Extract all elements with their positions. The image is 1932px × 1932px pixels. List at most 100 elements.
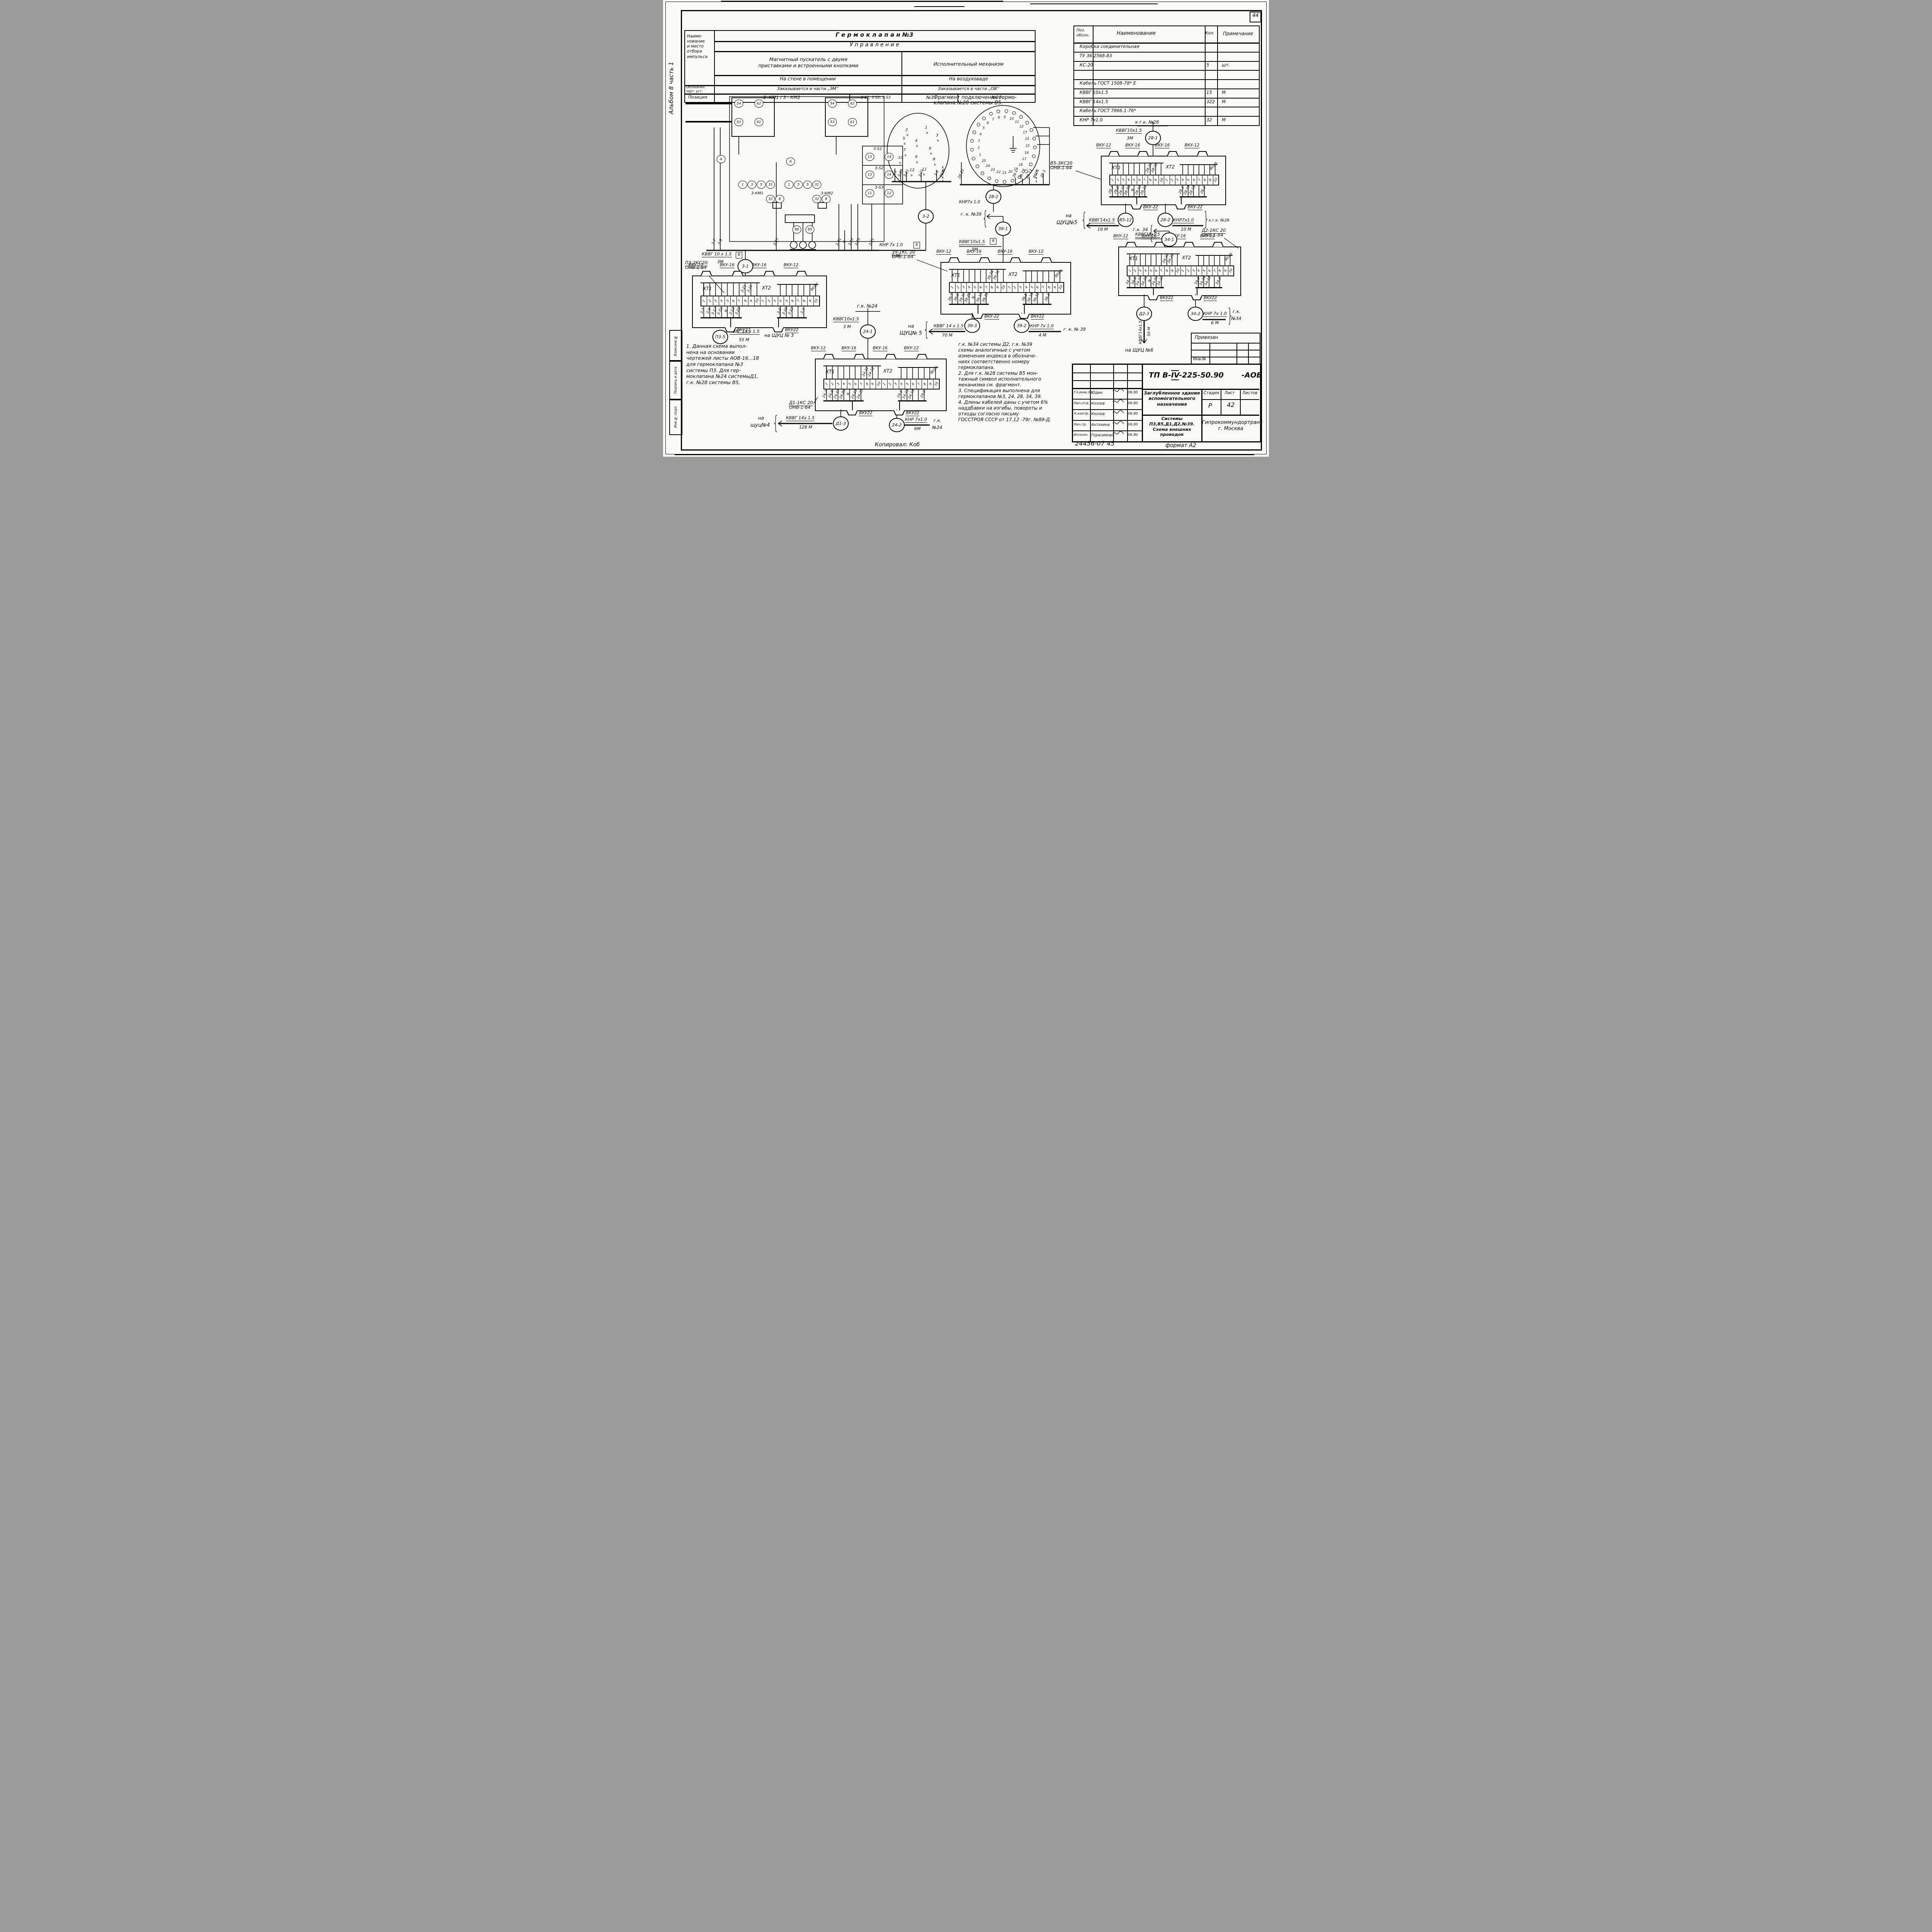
tb-sheet-label: Лист bbox=[1225, 391, 1235, 395]
mat-row-line bbox=[1074, 70, 1259, 71]
circuit-terminal: 1 bbox=[738, 180, 747, 189]
header-right-order: Заказывается в части „ОВ“ bbox=[938, 86, 999, 91]
cable-tag-3-2: 3-2 bbox=[918, 209, 934, 224]
attached-table: Привязан Инв.№ bbox=[1191, 333, 1260, 364]
len6-34: 6 М bbox=[1211, 320, 1219, 325]
sheet-number-box bbox=[1250, 12, 1261, 22]
gland-label: ВКУ-16 bbox=[1125, 143, 1140, 149]
fragment-title: Фрагмент подключения гермо-клапана №28 с… bbox=[934, 95, 1017, 106]
wire-stubs-top-right bbox=[898, 367, 938, 379]
circuit-terminal: 13 bbox=[865, 170, 874, 179]
xt1-label: ХТ1 bbox=[826, 369, 835, 374]
gk24-top: г.к. №24 bbox=[857, 303, 878, 309]
rotary-pin-number: 1 bbox=[979, 153, 981, 157]
cable-tag-34-2: 34-2 bbox=[1187, 306, 1204, 321]
terminal-cell: 10 bbox=[1058, 283, 1063, 292]
terminal-cell: 4 bbox=[1143, 266, 1148, 276]
terminal-cell: 5 bbox=[972, 283, 978, 292]
cable-knr-34: КНР 7х 1.0 bbox=[1203, 311, 1227, 317]
header-left-order: Заказывается в части „ЭМ“ bbox=[777, 86, 839, 91]
cable-tag-Д1-3: Д1-3 bbox=[833, 416, 849, 431]
rotary-pin-number: 20 bbox=[1008, 170, 1013, 174]
rotary-pin-dot bbox=[989, 112, 993, 116]
cable-tag-В5-12: В5-12 bbox=[1117, 213, 1134, 227]
terminal-cell: 10 bbox=[1158, 175, 1164, 185]
cable-gland-bottom bbox=[846, 410, 858, 415]
cable-p35: КВВГ 14 х 1.5 bbox=[730, 329, 760, 335]
tb-stage-label: Стадия bbox=[1204, 391, 1219, 395]
gland-label: ВКУ-12 bbox=[936, 249, 951, 255]
gland-drop-right bbox=[899, 400, 900, 410]
cable-tag-28-2: 28-2 bbox=[1157, 213, 1173, 227]
wire-stubs-bottom-left bbox=[701, 306, 742, 317]
terminal-cell: 4 bbox=[777, 296, 784, 306]
xt2-label: ХТ2 bbox=[1166, 164, 1175, 170]
cable-gland-top bbox=[1197, 151, 1208, 156]
bottom-bus-left bbox=[1127, 287, 1164, 288]
terminal-cell: 6 bbox=[978, 283, 984, 292]
mat-cell-qty: 322 bbox=[1206, 99, 1215, 104]
doc-number: ТП В-IV-225-50.90 bbox=[1149, 370, 1224, 380]
bottom-bus-right bbox=[1023, 304, 1051, 305]
gland-label: ВКУ-16 bbox=[966, 249, 982, 255]
rotary-pin-number: 5 bbox=[982, 126, 985, 131]
gland-label: ВКУ-16 bbox=[1155, 143, 1170, 149]
terminal-cell: 3 bbox=[772, 296, 778, 306]
terminal-cell: 9 bbox=[1207, 175, 1213, 185]
cable-knr-28: КНР7х1.0 bbox=[1173, 218, 1194, 223]
footer-format: формат А2 bbox=[1165, 442, 1196, 449]
cable-tag-24-2: 24-2 bbox=[889, 418, 905, 432]
terminal-cell: 7 bbox=[858, 379, 864, 389]
gland-label: ВКУ-16 bbox=[841, 346, 857, 352]
terminal-cell: 1 bbox=[702, 299, 706, 303]
n34: №34 bbox=[1231, 316, 1242, 321]
terminal-cell: 8 bbox=[1148, 175, 1153, 185]
scan-artifact bbox=[914, 6, 964, 7]
circuit-terminal: А bbox=[786, 157, 795, 166]
terminal-cell: 6 bbox=[730, 296, 736, 306]
terminal-cell: 8 bbox=[801, 296, 807, 306]
terminal-cell: 5 bbox=[1148, 266, 1154, 276]
cable-gland-top bbox=[948, 257, 960, 262]
xt2-label: ХТ2 bbox=[762, 285, 771, 291]
header-col1b: Обозначен. черт. уст. bbox=[686, 85, 706, 94]
header-col1c: Позиция bbox=[688, 95, 707, 100]
terminal-cell: 5 bbox=[724, 296, 730, 306]
mat-cell-note: М bbox=[1222, 99, 1226, 104]
terminal-cell: 10 bbox=[754, 296, 760, 306]
terminal-cell: 3 bbox=[835, 379, 841, 389]
cable-gland-top bbox=[885, 354, 896, 359]
terminal-cell: 6 bbox=[852, 379, 859, 389]
xt2-top-bus bbox=[1023, 270, 1063, 271]
terminal-cell: 10 bbox=[1000, 283, 1007, 292]
terminal-cell: 6 bbox=[1137, 175, 1142, 185]
header-table: Наиме- нование и место отбора импульса О… bbox=[684, 30, 1036, 103]
terminal-cell: 6 bbox=[789, 296, 795, 306]
mat-cell-note: М bbox=[1222, 117, 1226, 123]
outer-frame bbox=[665, 2, 1267, 454]
terminal-cell: 1 bbox=[760, 296, 766, 306]
circuit-terminal: 14 bbox=[884, 153, 894, 161]
shch5-brace: { bbox=[923, 319, 930, 341]
mat-cell-name: КС-20 bbox=[1080, 62, 1093, 68]
gland-label: ВКУ-16 bbox=[1171, 234, 1186, 240]
circuit-terminal: 96 bbox=[792, 225, 801, 234]
xt1-label: ХТ1 bbox=[1112, 165, 1121, 170]
terminal-cell: 3 bbox=[1121, 175, 1126, 185]
cable-gland-top bbox=[764, 271, 775, 276]
main-frame bbox=[681, 10, 1262, 451]
pos-n28: №28 bbox=[991, 95, 1002, 100]
circuit-terminal: 8 bbox=[821, 195, 831, 203]
na-28: на bbox=[1066, 213, 1072, 218]
sig-row-line bbox=[1073, 398, 1142, 400]
scan-artifact bbox=[721, 1, 1003, 2]
cable-kvvg14-39: КВВГ 14 х 1.5 bbox=[934, 323, 964, 329]
sig-role: Нач.отд. bbox=[1074, 401, 1090, 405]
inv-label: Инв.№ bbox=[1193, 357, 1206, 361]
rotary-pin-dot bbox=[1010, 179, 1014, 182]
gland-label: ВКУ22 bbox=[1203, 296, 1217, 301]
